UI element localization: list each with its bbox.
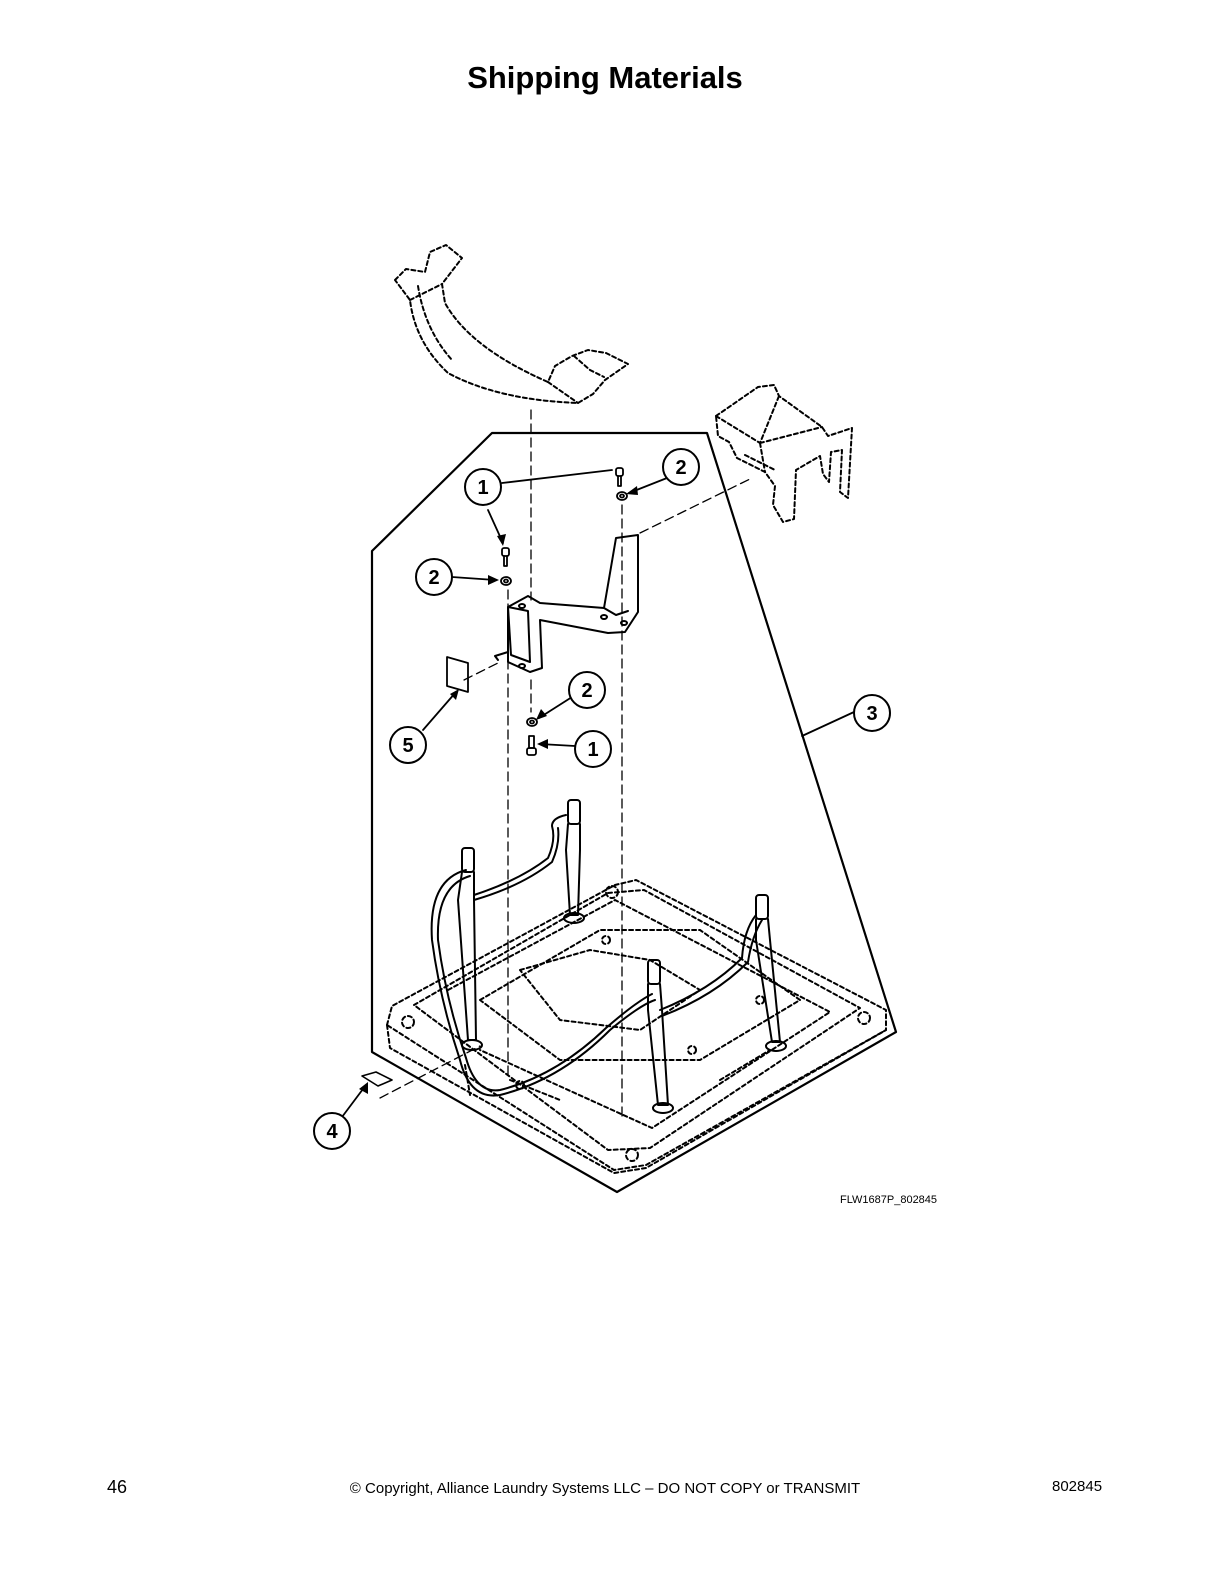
callout-2-left: 2 (428, 567, 439, 589)
callout-2-upper-right: 2 (675, 457, 686, 479)
tie-strap (430, 814, 763, 1097)
callout-1-upper-left: 1 (477, 477, 488, 499)
document-number: 802845 (1052, 1478, 1103, 1495)
page-number: 46 (107, 1477, 128, 1497)
copyright-notice: © Copyright, Alliance Laundry Systems LL… (349, 1480, 861, 1497)
shipping-tag-4 (361, 1071, 393, 1087)
figure-code: FLW1687P_802845 (840, 1194, 938, 1206)
shipping-label-5 (446, 656, 469, 693)
callout-arrowheads (359, 486, 638, 1094)
shipping-carton-outline (370, 431, 898, 1194)
callout-3: 3 (866, 703, 877, 725)
machine-base (386, 879, 887, 1174)
tub-support-bracket (394, 244, 629, 404)
page-title: Shipping Materials (467, 60, 743, 95)
callout-5: 5 (402, 735, 413, 757)
callout-2-lower: 2 (581, 680, 592, 702)
callout-circles (313, 448, 891, 1150)
alignment-lines (379, 409, 753, 1121)
shipping-bracket (494, 534, 639, 673)
callout-4: 4 (326, 1121, 338, 1143)
callout-1-lower: 1 (587, 739, 598, 761)
rear-channel-bracket (715, 384, 853, 523)
screw-hardware (500, 467, 628, 756)
